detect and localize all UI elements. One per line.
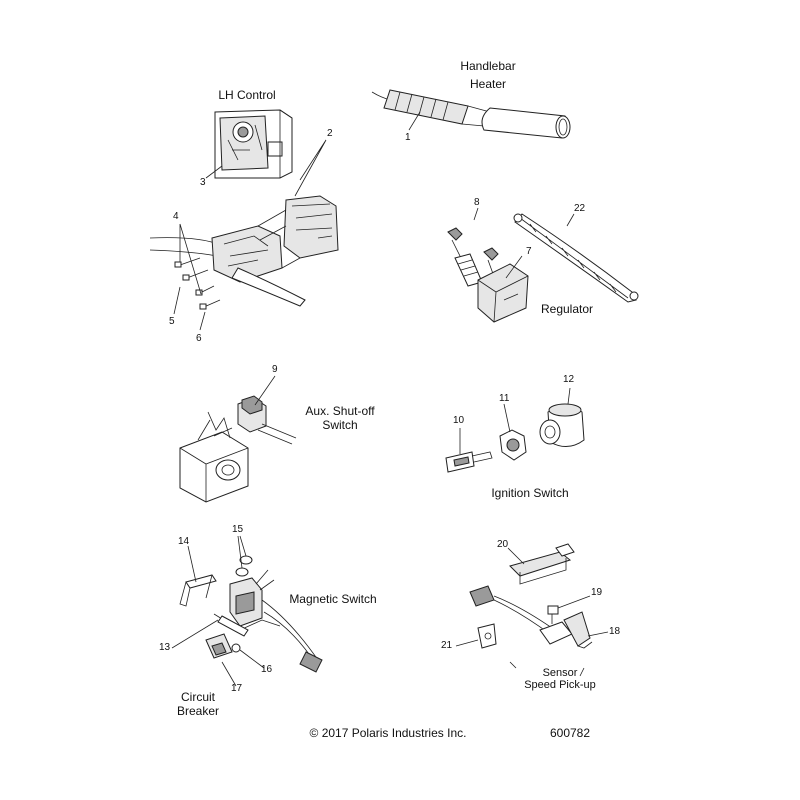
lh-control-assembly-drawing (149, 195, 339, 310)
speed-sensor-drawing (469, 543, 593, 649)
copyright-text: © 2017 Polaris Industries Inc. (309, 726, 467, 740)
callout-6: 6 (196, 333, 202, 344)
ignition-switch-label: Ignition Switch (491, 486, 569, 500)
callout-3: 3 (200, 177, 206, 188)
sensor-label-line1: Sensor (542, 667, 578, 679)
callout-12: 12 (563, 374, 575, 385)
callout-10: 10 (453, 415, 465, 426)
lh-control-drawing (214, 109, 293, 179)
aux-switch-label-line1: Aux. Shut-off (305, 404, 375, 418)
callout-2: 2 (327, 128, 333, 139)
callout-19: 19 (591, 587, 603, 598)
callout-9: 9 (272, 364, 278, 375)
callout-5: 5 (169, 316, 175, 327)
callout-4: 4 (173, 211, 179, 222)
diagram-id: 600782 (549, 726, 591, 740)
circuit-breaker-label-line1: Circuit (180, 690, 215, 704)
magnetic-switch-label: Magnetic Switch (289, 592, 377, 606)
callout-22: 22 (574, 203, 586, 214)
regulator-label: Regulator (540, 302, 594, 316)
regulator-drawing (447, 213, 639, 323)
callout-8: 8 (474, 197, 480, 208)
callout-1: 1 (405, 132, 411, 143)
ignition-switch-drawing (445, 403, 585, 473)
handlebar-heater-drawing (371, 89, 571, 139)
aux-switch-drawing (179, 395, 297, 503)
callout-17: 17 (231, 683, 243, 694)
callout-13: 13 (159, 642, 171, 653)
leader-lines (171, 111, 609, 687)
handlebar-heater-label-line2: Heater (469, 77, 507, 91)
callout-15: 15 (232, 524, 244, 535)
handlebar-heater-label-line1: Handlebar (460, 59, 516, 73)
sensor-label-line2: Speed Pick-up (524, 679, 596, 691)
callout-20: 20 (497, 539, 509, 550)
callout-11: 11 (499, 393, 510, 404)
callout-16: 16 (261, 664, 273, 675)
callout-21: 21 (441, 640, 453, 651)
magnetic-switch-drawing (179, 555, 323, 673)
lh-control-label: LH Control (218, 88, 276, 102)
callout-14: 14 (178, 536, 190, 547)
aux-switch-label-line2: Switch (322, 418, 358, 432)
circuit-breaker-label-line2: Breaker (176, 704, 220, 718)
callout-7: 7 (526, 246, 532, 257)
callout-18: 18 (609, 626, 621, 637)
